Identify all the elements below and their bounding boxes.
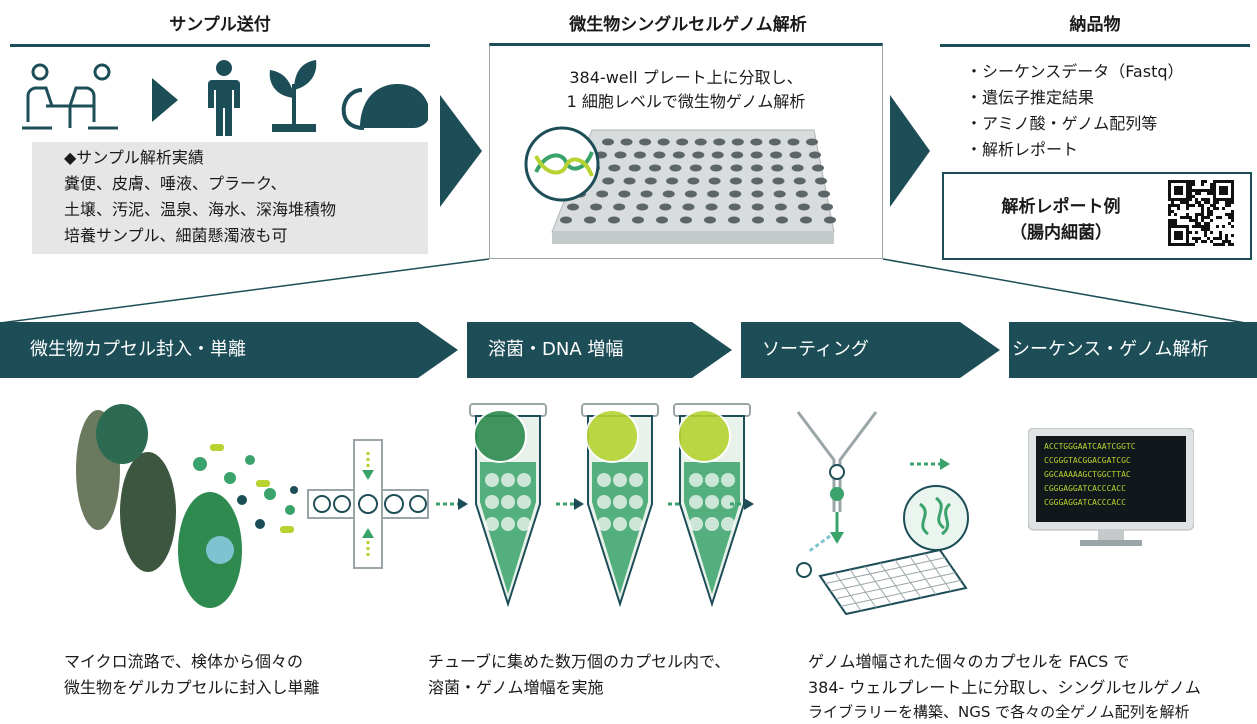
report-example-sub: （腸内細菌） [1010,223,1112,243]
sample-title-rule [10,44,430,47]
deliverable-item: ・アミノ酸・ゲノム配列等 [966,114,1158,133]
sequence-line: GGCAAAAAGCTGGCTTAC [1044,470,1131,479]
sequence-line: ACCTGGGAATCAATCGGTC [1044,442,1136,451]
sample-icons [18,58,428,138]
plant-icon [269,60,317,132]
caption-line: 384- ウェルプレート上に分取し、シングルセルゲノム [808,678,1201,697]
step-label: ソーティング [762,339,869,360]
sample-results-heading: ◆サンプル解析実績 [64,148,204,167]
analysis-desc-line: 384-well プレート上に分取し、 [569,68,803,87]
well-plate-illustration [512,120,864,256]
person-icon [208,60,240,136]
caption-line: マイクロ流路で、検体から個々の [64,652,304,671]
caption-line: 溶菌・ゲノム増幅を実施 [428,678,604,697]
analysis-box [489,43,883,259]
sample-results-line: 土壌、汚泥、温泉、海水、深海堆積物 [64,200,337,219]
step-label: 微生物カプセル封入・単離 [30,339,246,360]
qr-code-icon[interactable] [1168,180,1234,246]
step-label: 溶菌・DNA 増幅 [488,339,624,360]
caption-line: 微生物をゲルカプセルに封入し単離 [64,678,320,697]
dna-lens-icon [524,126,600,202]
sample-title: サンプル送付 [169,15,271,35]
chevron-arrow-icon [890,95,930,207]
sample-results-box [32,142,428,254]
deliverable-item: ・解析レポート [966,140,1079,159]
sequence-line: CCGGGTACGGACGATCGC [1044,456,1131,465]
dna-lens-icon [903,485,969,551]
analysis-desc-line: 1 細胞レベルで微生物ゲノム解析 [566,92,806,111]
microfluidic-illustration [60,400,430,620]
sample-results-line: 糞便、皮膚、唾液、プラーク、 [64,174,287,193]
caption-line: チューブに集めた数万個のカプセル内で、 [428,652,731,671]
caption-line: ライブラリーを構築、NGS で各々の全ゲノム配列を解析 [808,703,1190,721]
sequence-line: CGGGAGGATCACCCACC [1044,484,1126,493]
mouse-icon [341,84,428,130]
computer-monitor-icon [1028,428,1194,548]
sequence-line: CGGGAGGATCACCCACC [1044,498,1126,507]
tubes-illustration [436,400,756,620]
consultation-icon [22,63,118,130]
step-band: 微生物カプセル封入・単離 溶菌・DNA 増幅 ソーティング シーケンス・ゲノム解… [0,322,1257,378]
step-label: シーケンス・ゲノム解析 [1012,339,1209,360]
report-example-box[interactable] [942,172,1252,260]
deliverable-item: ・遺伝子推定結果 [966,88,1095,107]
expansion-lines [0,258,1257,326]
deliverables-title: 納品物 [1069,15,1121,35]
chevron-arrow-icon [440,95,482,207]
arrow-right-icon [152,78,178,122]
analysis-title: 微生物シングルセルゲノム解析 [569,15,807,35]
report-example-label: 解析レポート例 [1001,197,1121,217]
deliverable-item: ・シーケンスデータ（Fastq） [966,62,1184,81]
caption-line: ゲノム増幅された個々のカプセルを FACS で [808,652,1130,671]
sample-results-line: 培養サンプル、細菌懸濁液も可 [64,226,288,245]
sorting-illustration [790,400,980,620]
deliverables-title-rule [940,44,1250,47]
